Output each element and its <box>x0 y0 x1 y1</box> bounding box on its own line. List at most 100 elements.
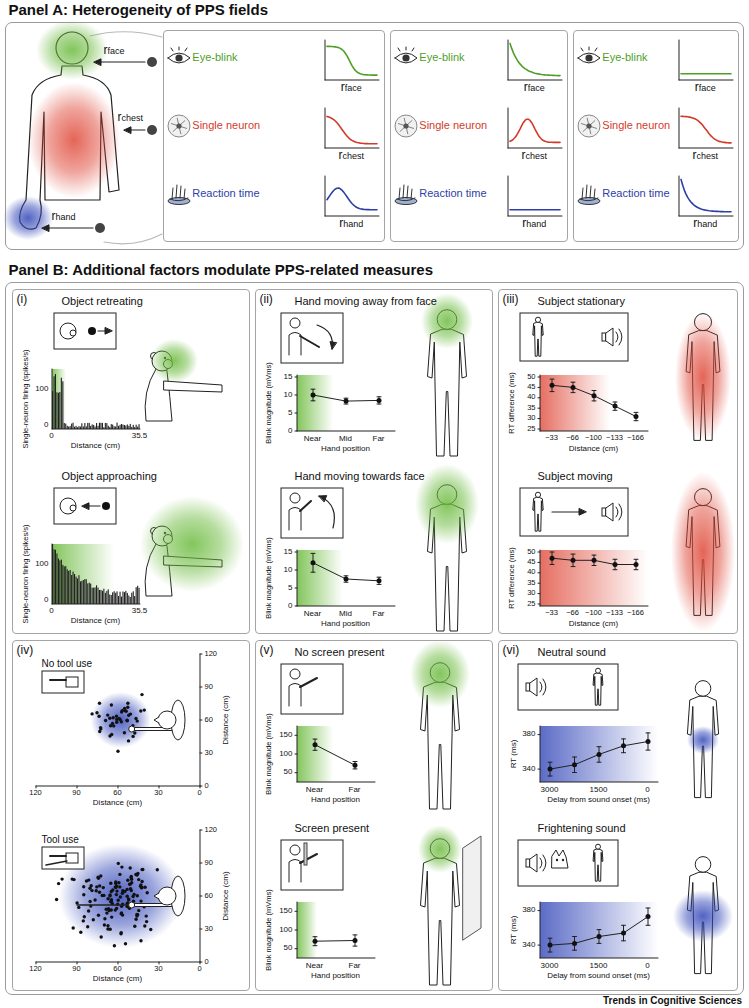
axis-label: Hand position <box>311 971 360 980</box>
speaker-icon <box>602 333 606 341</box>
tick-label: 30 <box>205 748 213 757</box>
tick-label: 15 <box>284 372 293 381</box>
animal-icon <box>552 850 568 868</box>
measure-name: Reaction time <box>602 187 669 200</box>
subpanel-number: (vi) <box>503 644 520 658</box>
tick-label: 5 <box>288 583 292 592</box>
histogram-bar <box>84 579 85 604</box>
data-dot <box>141 868 144 871</box>
histogram-bar <box>112 592 113 604</box>
data-dot <box>117 862 120 865</box>
histogram-bar <box>90 584 91 604</box>
pps-curve <box>510 119 560 142</box>
axis-label: Single-neuron firing (spikes/s) <box>21 349 30 448</box>
histogram-bar <box>96 585 97 604</box>
axis-line <box>508 148 562 149</box>
axis-line <box>325 108 326 148</box>
pps-curve <box>327 116 377 143</box>
error-cap <box>571 382 575 383</box>
data-dot <box>137 878 140 881</box>
tick-label: 0 <box>205 957 209 966</box>
speaker-icon <box>606 328 613 346</box>
data-dot <box>88 900 91 903</box>
subpanel-frame: (iii)Subject stationaryRT difference (ms… <box>498 289 738 634</box>
tick-label: Far <box>373 609 385 618</box>
monkey-muzzle <box>70 505 76 511</box>
person-head <box>695 857 711 873</box>
eye-lash <box>406 47 407 50</box>
tick-mark <box>538 418 540 419</box>
axis-label: Distance (cm) <box>569 619 618 628</box>
panel-heading: Panel A: Heterogeneity of PPS fields <box>9 1 269 18</box>
hand <box>129 902 135 908</box>
data-dot <box>106 897 109 900</box>
data-dot <box>99 727 102 730</box>
condition-title: Object retreating <box>62 295 143 308</box>
tick-mark <box>538 377 540 378</box>
tick-mark <box>200 929 202 930</box>
histogram-bar <box>71 424 72 429</box>
data-dot <box>97 914 100 917</box>
condition-title: No screen present <box>295 646 385 659</box>
data-dot <box>129 866 132 869</box>
pps-field-chest <box>28 82 120 198</box>
error-cap <box>311 400 315 401</box>
tick-mark <box>200 786 202 787</box>
error-cap <box>344 404 348 405</box>
histogram-bar <box>76 577 77 604</box>
error-cap <box>311 553 315 554</box>
tick-label: 10 <box>284 390 293 399</box>
axis-label: Single-neuron firing (spikes/s) <box>21 524 30 623</box>
inset-frame <box>42 847 84 869</box>
histogram-bar <box>100 590 101 604</box>
data-dot <box>143 708 146 711</box>
data-dot <box>125 719 128 722</box>
pps-field-hand <box>3 196 53 240</box>
histogram-bar <box>131 593 132 604</box>
pps-field <box>140 496 244 592</box>
data-dot <box>109 882 112 885</box>
error-cap <box>571 566 575 567</box>
error-cap <box>597 746 601 747</box>
speaker-icon <box>530 854 537 872</box>
data-dot <box>115 715 118 718</box>
error-cap <box>592 555 596 556</box>
condition-title: Tool use <box>42 834 79 846</box>
head-top-view <box>158 711 176 729</box>
tick-mark <box>538 552 540 553</box>
histogram-bar <box>130 597 131 604</box>
link-line <box>104 234 162 244</box>
data-line <box>550 742 648 770</box>
eye-icon <box>168 53 190 63</box>
neuron-soma <box>176 123 181 128</box>
histogram-bar <box>73 572 74 604</box>
data-dot <box>123 731 126 734</box>
error-cap <box>597 762 601 763</box>
data-line <box>315 940 355 942</box>
axis-line <box>679 216 733 217</box>
arrow-head <box>579 509 586 515</box>
tick-label: 90 <box>205 858 213 867</box>
data-dot <box>114 886 117 889</box>
tick-mark <box>295 735 297 736</box>
data-line <box>552 385 636 416</box>
person-head <box>535 317 540 322</box>
histogram-bar <box>128 596 129 605</box>
tick-label: 90 <box>205 682 213 691</box>
condition-box: Eye-blinkrfaceSingle neuronrchestReactio… <box>390 30 568 242</box>
stimulus-ball <box>147 125 157 135</box>
data-dot <box>143 924 146 927</box>
axis-label: Delay from sound onset (ms) <box>547 971 650 980</box>
speaker-icon <box>606 503 613 521</box>
data-dot <box>113 944 116 947</box>
histogram-bar <box>117 423 118 429</box>
person-head <box>290 669 300 679</box>
histogram-bar <box>71 575 72 604</box>
person-head <box>535 492 540 497</box>
person-arm <box>300 678 317 687</box>
axis-label: RT (ms) <box>509 739 518 768</box>
distance-label: rface <box>104 44 125 58</box>
tick-label: −133 <box>606 609 623 618</box>
data-dot <box>136 913 139 916</box>
data-line <box>550 917 648 946</box>
